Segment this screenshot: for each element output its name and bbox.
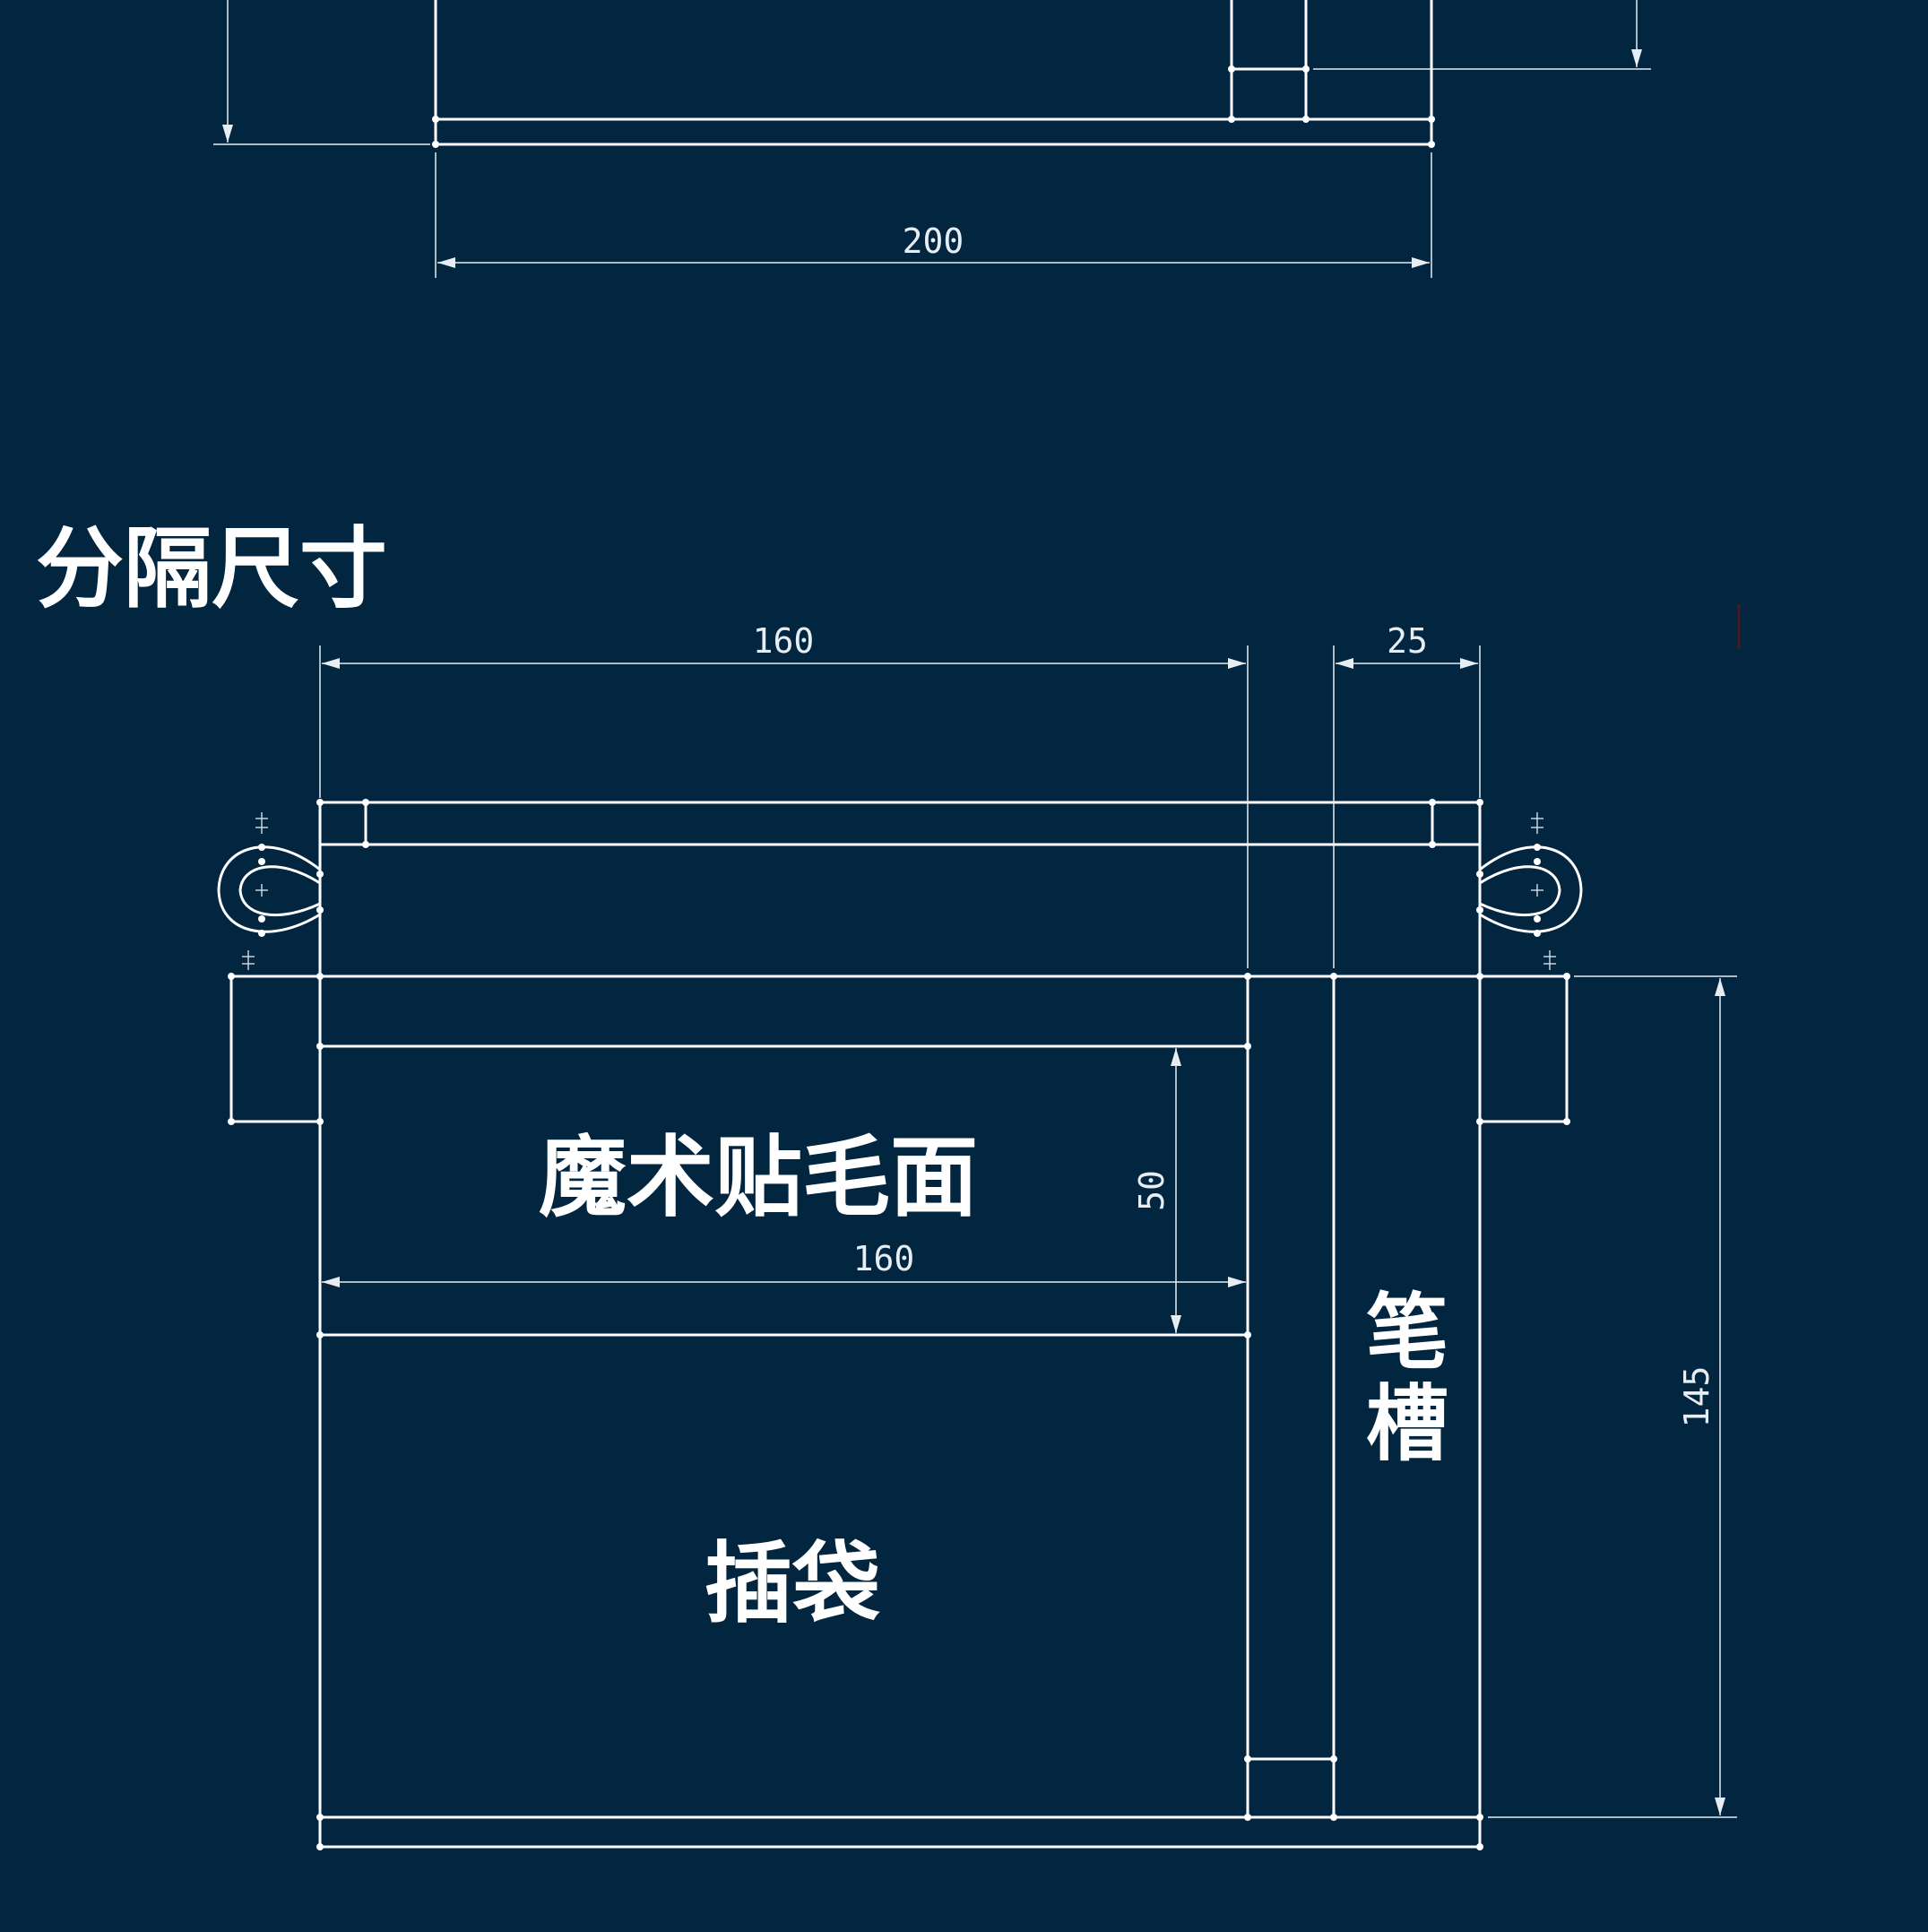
top-view bbox=[434, 0, 1433, 146]
vertex-dot bbox=[1428, 141, 1435, 148]
vertex-dot bbox=[1244, 1755, 1251, 1763]
vertex-dot bbox=[316, 1814, 324, 1821]
vertex-dot bbox=[1330, 1814, 1337, 1821]
vertex-dot bbox=[1429, 841, 1436, 848]
vertex-dot bbox=[1476, 1118, 1483, 1125]
vertex-dot bbox=[432, 116, 439, 123]
vertex-dot bbox=[316, 799, 324, 806]
vertex-dot bbox=[1244, 973, 1251, 980]
left-loop-inner bbox=[238, 865, 321, 917]
center-markers bbox=[242, 812, 1556, 970]
vertex-dot bbox=[1534, 844, 1541, 851]
vertex-dot bbox=[1429, 799, 1436, 806]
dim-label-velcro-height: 50 bbox=[1132, 1170, 1171, 1211]
vertex-dot bbox=[1534, 915, 1541, 923]
vertex-dot bbox=[258, 930, 265, 937]
vertex-dot bbox=[228, 1118, 235, 1125]
label-pocket: 插袋 bbox=[705, 1533, 880, 1635]
vertex-dot bbox=[432, 141, 439, 148]
vertex-dot bbox=[316, 1043, 324, 1050]
vertex-dot bbox=[1244, 1043, 1251, 1050]
right-tab bbox=[1480, 975, 1569, 1123]
vertex-dot bbox=[316, 973, 324, 980]
dim-label-top-right: 25 bbox=[1387, 621, 1428, 661]
vertex-dot bbox=[1563, 1118, 1570, 1125]
label-pen-slot: 笔槽 bbox=[1366, 1285, 1448, 1472]
vertex-dot bbox=[1476, 799, 1483, 806]
vertex-dot bbox=[1244, 1331, 1251, 1339]
vertex-dot bbox=[258, 844, 265, 851]
vertex-dot bbox=[362, 841, 369, 848]
vertex-markers bbox=[228, 65, 1570, 1850]
vertex-dot bbox=[1302, 116, 1310, 123]
right-loop-outer bbox=[1479, 845, 1583, 933]
vertex-dot bbox=[1534, 930, 1541, 937]
label-velcro: 魔术贴毛面 bbox=[539, 1127, 978, 1229]
vertex-dot bbox=[1330, 973, 1337, 980]
vertex-dot bbox=[1476, 1814, 1483, 1821]
page-title: 分隔尺寸 bbox=[36, 518, 387, 620]
top-view-dimensions bbox=[213, 0, 1651, 278]
vertex-dot bbox=[316, 1331, 324, 1339]
vertex-dot bbox=[1563, 973, 1570, 980]
vertex-dot bbox=[316, 871, 324, 878]
vertex-dot bbox=[1534, 858, 1541, 865]
vertex-dot bbox=[1228, 116, 1235, 123]
top-strap bbox=[318, 801, 1482, 846]
vertex-dot bbox=[1476, 973, 1483, 980]
dim-label-inner-width: 160 bbox=[853, 1239, 915, 1278]
vertex-dot bbox=[362, 799, 369, 806]
divider-dimensions bbox=[319, 645, 1737, 1818]
vertex-dot bbox=[1476, 906, 1483, 914]
vertex-dot bbox=[1476, 1843, 1483, 1850]
right-loop-inner bbox=[1479, 865, 1561, 917]
vertex-dot bbox=[316, 906, 324, 914]
vertex-dot bbox=[1330, 1755, 1337, 1763]
dim-label-total-height: 145 bbox=[1677, 1366, 1716, 1428]
divider-view bbox=[217, 801, 1583, 1849]
vertex-dot bbox=[1476, 871, 1483, 878]
vertex-dot bbox=[258, 858, 265, 865]
vertex-dot bbox=[258, 915, 265, 923]
vertex-dot bbox=[316, 1843, 324, 1850]
left-tab bbox=[229, 975, 320, 1123]
vertex-dot bbox=[1244, 1814, 1251, 1821]
width-dimension-label: 200 bbox=[903, 221, 964, 261]
vertex-dot bbox=[1228, 65, 1235, 73]
dim-label-top-left: 160 bbox=[753, 621, 815, 661]
vertex-dot bbox=[1428, 116, 1435, 123]
left-loop-outer bbox=[217, 845, 321, 933]
vertex-dot bbox=[228, 973, 235, 980]
vertex-dot bbox=[316, 1118, 324, 1125]
vertex-dot bbox=[1302, 65, 1310, 73]
